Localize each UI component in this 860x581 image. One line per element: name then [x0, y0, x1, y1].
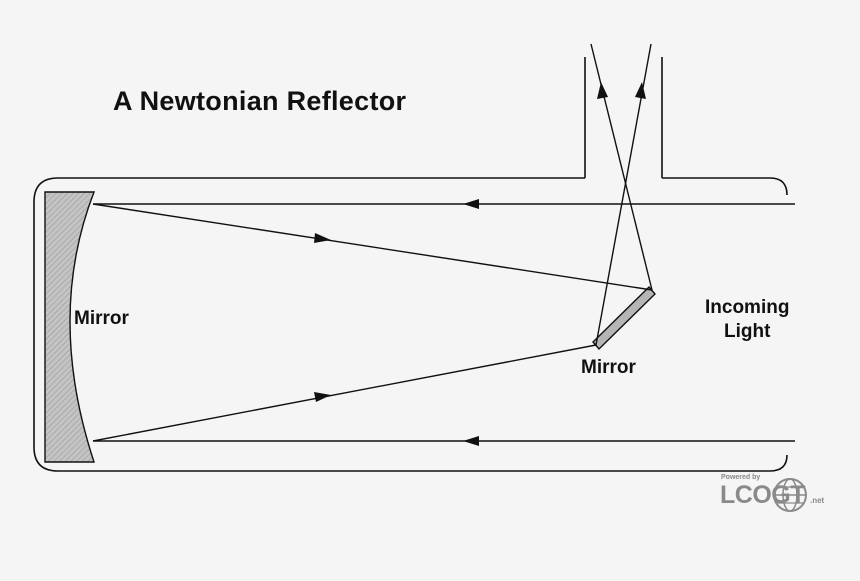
logo-suffix: .net [810, 496, 825, 505]
tube-top-right-edge [662, 177, 788, 196]
logo-powered-by: Powered by [721, 474, 761, 481]
arrow-reflected-bottom [314, 392, 331, 402]
telescope-tube [33, 177, 788, 472]
reflected-ray-bottom [92, 344, 597, 442]
primary-mirror-label: Mirror [74, 308, 129, 329]
reflected-ray-top [92, 203, 653, 291]
arrow-incoming-top [463, 199, 479, 209]
diagram-title: A Newtonian Reflector [113, 86, 407, 116]
globe-icon [773, 478, 807, 512]
incoming-light-label: Incoming Light [705, 296, 789, 344]
arrow-eyepiece-right [635, 82, 646, 99]
arrow-reflected-top [314, 233, 331, 243]
incoming-light-line2: Light [724, 321, 771, 342]
arrow-incoming-bottom [463, 436, 479, 446]
eyepiece-ray-left [590, 43, 653, 291]
arrow-eyepiece-left [597, 82, 608, 99]
eyepiece-tube [584, 57, 663, 178]
secondary-mirror [592, 285, 656, 351]
incoming-light-line1: Incoming [705, 297, 790, 318]
primary-mirror [44, 191, 96, 463]
secondary-mirror-label: Mirror [581, 357, 636, 378]
